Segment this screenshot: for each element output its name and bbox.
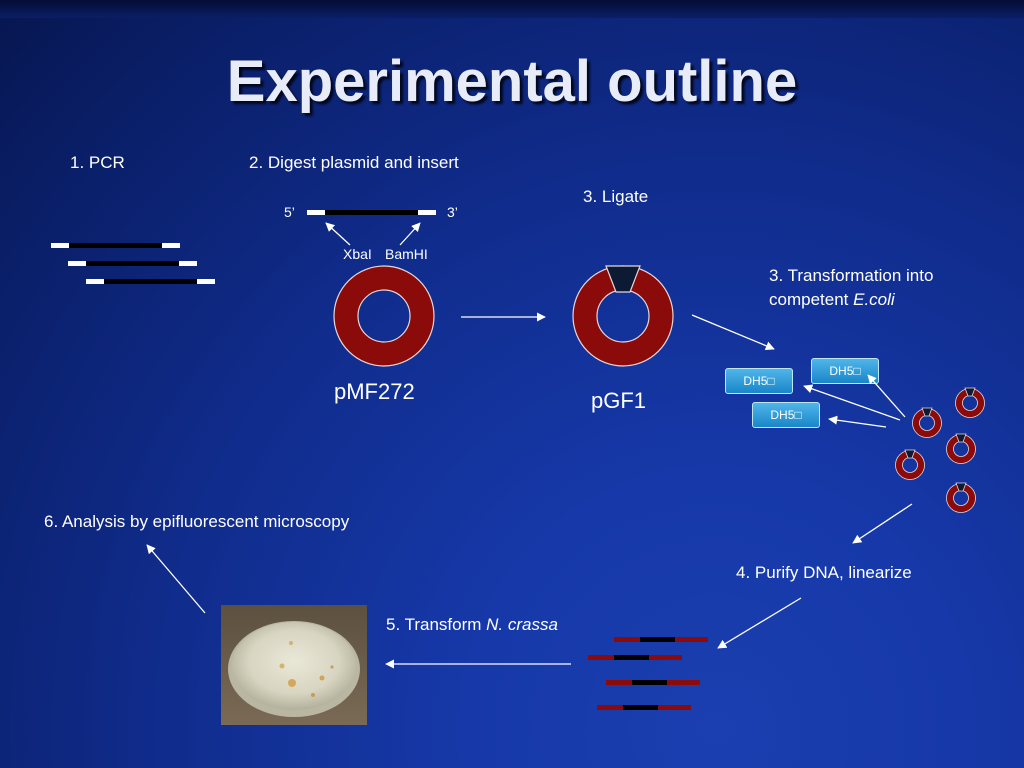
colony: [279, 663, 285, 669]
plasmid-pmf272: [333, 265, 435, 367]
linearized-dna: [588, 637, 708, 710]
small-plasmid: [895, 449, 925, 480]
dna-end: [658, 705, 691, 710]
step-transformation-label: 3. Transformation into competent E.coli: [769, 264, 933, 312]
step-transform-ncrassa-label: 5. Transform N. crassa: [386, 615, 558, 635]
top-band: [0, 0, 1024, 18]
cell-arrow: [803, 384, 901, 421]
transformation-line2-prefix: competent: [769, 290, 854, 309]
ncrassa-italic: N. crassa: [486, 615, 558, 634]
dna-end: [614, 637, 640, 642]
dna-end: [675, 637, 708, 642]
transform-prefix: 5. Transform: [386, 615, 487, 634]
primer-end: [51, 243, 69, 248]
dh5-box: DH5□: [811, 358, 879, 384]
ecoli-italic: E.coli: [853, 290, 895, 309]
dna-end: [667, 680, 700, 685]
digested-insert: [307, 210, 436, 246]
dh5-box: DH5□: [725, 368, 793, 394]
small-plasmids: [895, 387, 985, 513]
primer-end: [68, 261, 86, 266]
dh5-label: DH5: [829, 364, 854, 378]
small-plasmid: [955, 387, 985, 418]
dna-end: [597, 705, 623, 710]
pcr-strand: [69, 243, 162, 248]
five-prime-label: 5’: [284, 204, 295, 220]
xbai-end: [307, 210, 325, 215]
bamhi-end: [418, 210, 436, 215]
primer-end: [86, 279, 104, 284]
transform-arrow: [691, 314, 775, 351]
small-plasmid: [946, 433, 976, 464]
step-analysis-label: 6. Analysis by epifluorescent microscopy: [44, 512, 350, 531]
dna-insert: [632, 680, 667, 685]
pmf272-label: pMF272: [334, 379, 415, 404]
xbai-arrow: [325, 222, 351, 246]
colony: [289, 641, 293, 645]
petri-dish-photo: [221, 605, 367, 725]
small-plasmid: [912, 407, 942, 438]
cell-arrow: [867, 374, 906, 418]
cell-arrow: [828, 415, 887, 428]
small-plasmid: [946, 482, 976, 513]
colony: [288, 679, 296, 687]
dh5-label: DH5: [770, 408, 795, 422]
bamhi-arrow: [399, 222, 421, 246]
plasmid-pgf1: [572, 265, 674, 367]
primer-end: [179, 261, 197, 266]
analysis-arrow: [146, 544, 206, 614]
bamhi-label: BamHI: [385, 246, 428, 262]
plasmid-outline: [357, 289, 411, 343]
dna-insert: [640, 637, 675, 642]
plasmid-outline: [333, 265, 435, 367]
dish-agar: [232, 622, 356, 710]
three-prime-label: 3’: [447, 204, 458, 220]
dh5-box: DH5□: [752, 402, 820, 428]
slide-title: Experimental outline: [226, 49, 798, 114]
pcr-products: [51, 243, 215, 284]
colony: [311, 693, 315, 697]
dna-end: [606, 680, 632, 685]
pcr-strand: [104, 279, 197, 284]
pcr-strand: [86, 261, 179, 266]
step-ligate-label: 3. Ligate: [583, 187, 649, 206]
step-pcr-label: 1. PCR: [70, 153, 125, 172]
plasmid-outline: [596, 289, 650, 343]
xbai-label: XbaI: [343, 246, 372, 262]
colony: [330, 665, 334, 669]
step-purify-label: 4. Purify DNA, linearize: [736, 563, 912, 582]
primer-end: [197, 279, 215, 284]
step-digest-label: 2. Digest plasmid and insert: [249, 153, 459, 172]
primer-end: [162, 243, 180, 248]
dna-insert: [614, 655, 649, 660]
dna-end: [649, 655, 682, 660]
purify-arrow: [852, 503, 913, 544]
transformation-line1: 3. Transformation into: [769, 266, 934, 285]
dna-end: [588, 655, 614, 660]
dh5-label: DH5: [743, 374, 768, 388]
insert-strand: [325, 210, 418, 215]
plasmid-ring: [334, 266, 434, 366]
plasmid-insert: [605, 265, 641, 293]
dna-insert: [623, 705, 658, 710]
colony: [319, 675, 325, 681]
linearize-arrow: [717, 597, 802, 649]
pgf1-label: pGF1: [591, 388, 647, 413]
petri-dish-image: [221, 605, 367, 725]
